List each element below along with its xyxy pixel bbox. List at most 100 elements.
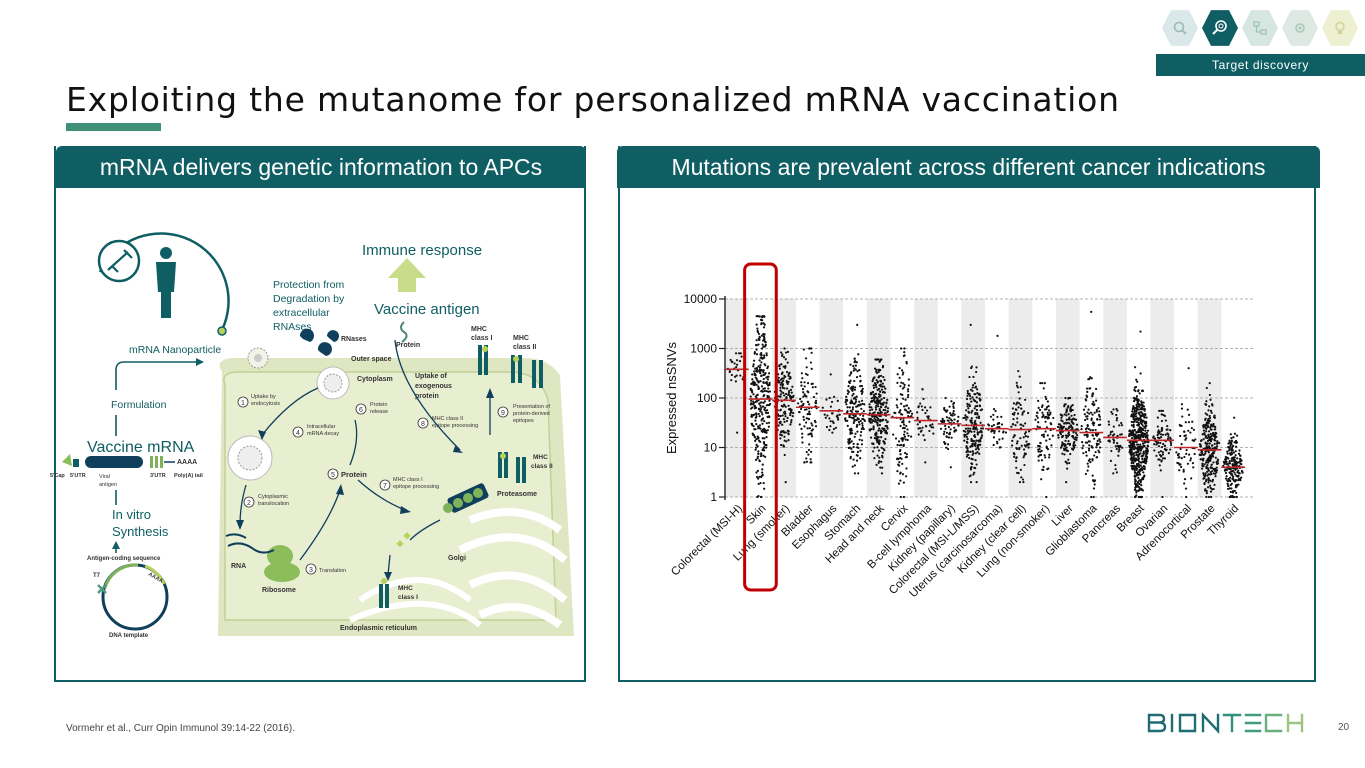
y-tick-label: 10 [704,441,718,455]
data-point [757,365,760,368]
data-point [757,452,760,455]
data-point [898,444,901,447]
y-tick-label: 100 [697,391,717,405]
svg-text:Antigen-coding sequence: Antigen-coding sequence [87,556,161,562]
data-point [755,348,758,351]
data-point [978,431,981,434]
data-point [1240,463,1243,466]
data-point [1167,435,1170,438]
data-point [764,343,767,346]
data-point [976,433,979,436]
data-point [875,378,878,382]
vaccine-mrna-label: Vaccine mRNA [87,439,195,456]
data-point [790,421,793,424]
data-point [904,438,907,441]
svg-text:Viral antigen: Viral antigen [99,474,117,488]
data-point [1092,487,1096,490]
data-point [917,427,920,430]
data-point [753,373,756,377]
data-point [1048,438,1051,441]
data-point [1136,401,1139,404]
data-point [1142,413,1145,416]
data-point [1091,474,1094,477]
data-point [884,424,887,428]
data-point [859,385,862,388]
data-point [808,432,812,436]
data-point [1095,442,1098,445]
data-point [1040,478,1043,481]
data-point [805,450,808,454]
data-point [762,326,766,329]
data-point [1143,408,1146,411]
data-point [1084,451,1088,454]
data-point [1064,427,1068,430]
data-point [1140,495,1143,499]
data-point [966,402,969,406]
data-point [789,423,792,426]
data-point [967,450,970,453]
data-point [971,453,974,456]
data-point [1133,443,1136,447]
data-point [978,397,981,400]
data-point [1134,483,1137,486]
data-point [1145,422,1148,425]
data-point [946,443,950,446]
data-point [1205,400,1208,403]
data-point [781,383,785,386]
data-point [1207,495,1211,499]
data-point [1211,434,1214,437]
data-point [874,408,878,411]
data-point [1235,491,1238,494]
data-point [896,373,899,376]
data-point [1090,418,1093,422]
svg-text:2: 2 [247,500,251,507]
data-point [1044,395,1047,399]
data-point [758,359,761,362]
data-point [1231,495,1234,499]
data-point [1160,419,1164,423]
data-point [971,389,974,392]
data-point [1088,387,1091,390]
data-point [868,420,872,423]
data-point [1097,407,1100,410]
data-point [902,382,905,385]
data-point [754,446,758,449]
data-point [872,378,875,381]
data-point [1139,408,1142,411]
data-point [1068,416,1071,419]
data-point [848,374,851,377]
data-point [1145,451,1148,454]
data-point [1022,480,1025,484]
data-point [976,445,980,448]
data-point [1095,410,1098,413]
flowchart-icon [1242,10,1278,46]
data-point [858,423,861,426]
data-point [906,432,909,435]
data-point [973,430,976,433]
data-point [1187,367,1190,370]
data-point [1013,411,1016,414]
data-point [906,388,910,391]
data-point [1181,415,1184,418]
data-point [945,431,949,434]
data-point [1028,443,1031,446]
data-point [953,418,956,421]
data-point [900,443,903,447]
data-point [1061,452,1064,455]
data-point [752,380,755,384]
data-point [1192,428,1195,431]
data-point [968,375,971,379]
data-point [979,399,982,402]
data-point [767,421,771,424]
data-point [1128,434,1131,437]
data-point [902,444,905,448]
data-point [806,400,810,404]
data-point [800,407,803,411]
data-point [906,411,909,414]
data-point [852,445,855,449]
data-point [739,374,742,377]
data-point [1066,442,1070,445]
data-point [1134,412,1137,416]
data-point [1046,411,1049,414]
x-tick-label: Colorectal (MSI-H) [669,503,745,579]
